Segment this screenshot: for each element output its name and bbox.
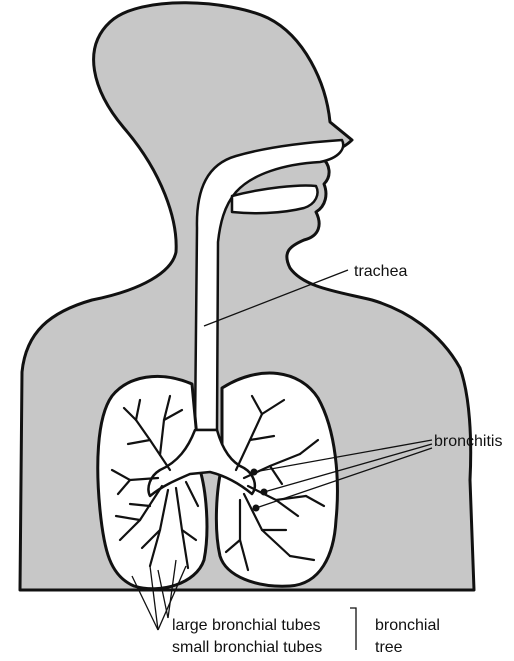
bronchitis-dot [251,469,258,476]
trachea-label: trachea [354,263,407,280]
small-bronchial-tubes-label: small bronchial tubes [172,639,322,656]
bronchitis-dot [261,489,268,496]
bronchitis-label: bronchitis [434,433,502,450]
large-bronchial-tubes-label: large bronchial tubes [172,617,321,634]
tree-label: tree [375,639,403,656]
bronchial-label: bronchial [375,617,440,634]
bronchitis-dot [253,505,260,512]
